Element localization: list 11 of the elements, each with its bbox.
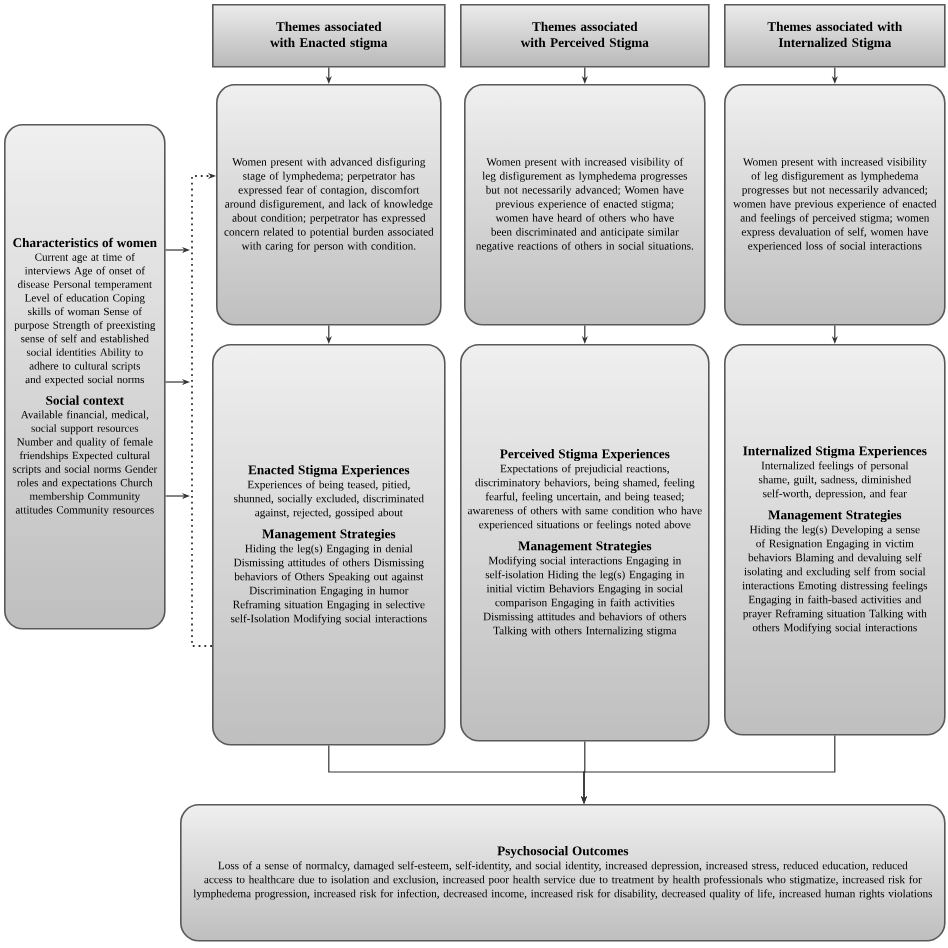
header-box xyxy=(460,4,710,68)
outcome-box xyxy=(180,804,946,942)
factors-box xyxy=(4,124,166,630)
theme-box xyxy=(724,84,946,326)
theme-box xyxy=(464,84,706,326)
experience-box xyxy=(724,344,946,736)
header-box xyxy=(724,4,946,68)
header-box xyxy=(212,4,446,68)
theme-box xyxy=(216,84,442,326)
experience-box xyxy=(212,344,446,746)
experience-box xyxy=(460,344,710,742)
